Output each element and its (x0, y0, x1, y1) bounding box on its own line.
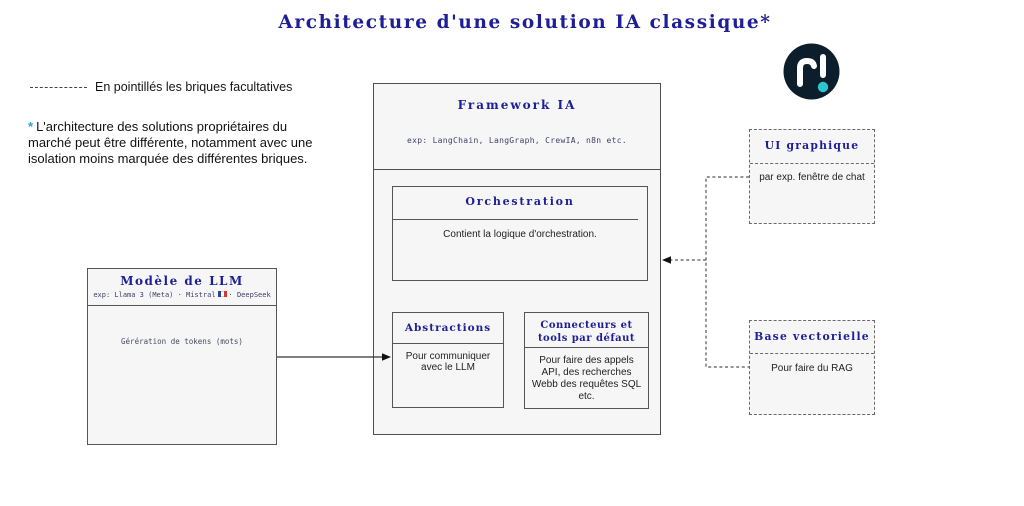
footnote-asterisk: * (28, 119, 34, 134)
france-flag-icon (217, 291, 227, 297)
abstractions-title: Abstractions (404, 322, 492, 334)
ui-graphique-title: UI graphique (764, 139, 860, 152)
connectors-body: Pour faire des appels API, des recherche… (531, 355, 642, 402)
orchestration-box: Orchestration Contient la logique d'orch… (392, 186, 648, 281)
connectors-divider (525, 347, 648, 348)
legend-label: En pointillés les briques facultatives (95, 80, 293, 94)
footnote-text: L'architecture des solutions propriétair… (28, 119, 313, 166)
page-title: Architecture d'une solution IA classique… (278, 12, 772, 33)
llm-model-divider (88, 305, 276, 306)
framework-ia-header: Framework IA exp: LangChain, LangGraph, … (374, 84, 660, 170)
abstractions-body: Pour communiquer avec le LLM (405, 351, 491, 373)
ui-graphique-box: UI graphique par exp. fenêtre de chat (749, 129, 875, 224)
orchestration-body: Contient la logique d'orchestration. (443, 229, 597, 240)
framework-ia-subtitle: exp: LangChain, LangGraph, CrewIA, n8n e… (406, 136, 627, 145)
r-exclamation-logo-icon (783, 43, 840, 100)
footnote: *L'architecture des solutions propriétai… (28, 119, 330, 167)
ui-graphique-body: par exp. fenêtre de chat (759, 172, 865, 183)
base-vectorielle-divider (750, 353, 874, 354)
llm-model-subtitle: exp: Llama 3 (Meta) · Mistral · DeepSeek (88, 291, 276, 299)
framework-ia-title: Framework IA (457, 98, 577, 112)
dashed-line-sample (30, 87, 87, 88)
orchestration-title: Orchestration (465, 195, 575, 208)
optional-bricks-connector (662, 176, 749, 368)
abstractions-divider (393, 343, 503, 344)
orchestration-divider (393, 219, 638, 220)
llm-subtitle-suffix: · DeepSeek (228, 291, 271, 299)
llm-model-box: Modèle de LLM exp: Llama 3 (Meta) · Mist… (87, 268, 277, 445)
llm-subtitle-prefix: exp: Llama 3 (Meta) · Mistral (93, 291, 216, 299)
framework-ia-box: Framework IA exp: LangChain, LangGraph, … (373, 83, 661, 435)
base-vectorielle-box: Base vectorielle Pour faire du RAG (749, 320, 875, 415)
connectors-title: Connecteurs et tools par défaut (537, 320, 636, 344)
base-vectorielle-body: Pour faire du RAG (771, 363, 853, 374)
brand-logo (783, 43, 840, 100)
abstractions-box: Abstractions Pour communiquer avec le LL… (392, 312, 504, 408)
base-vectorielle-title: Base vectorielle (754, 330, 870, 343)
llm-model-title: Modèle de LLM (120, 274, 244, 288)
ui-graphique-divider (750, 163, 874, 164)
llm-model-body: Gérération de tokens (mots) (121, 337, 243, 346)
connectors-box: Connecteurs et tools par défaut Pour fai… (524, 312, 649, 409)
